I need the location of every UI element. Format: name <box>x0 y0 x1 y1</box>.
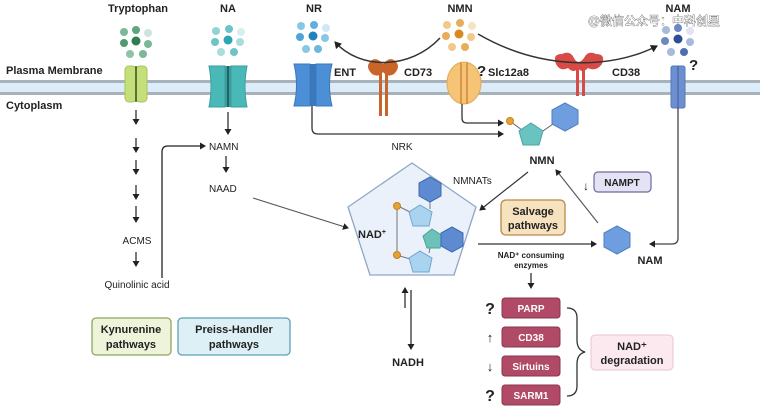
nrk-label: NRK <box>391 142 412 153</box>
svg-text:degradation: degradation <box>601 355 664 367</box>
arrow-nam-to-nmn <box>555 169 599 224</box>
enzyme-list: ? PARP ↑ CD38 ↓ Sirtuins ? SARM1 <box>485 297 561 406</box>
arrow-nr-to-nmn <box>311 106 504 138</box>
namn-label: NAMN <box>209 142 238 153</box>
parp-indicator: ? <box>485 301 495 318</box>
na-molecules-icon <box>211 25 245 56</box>
svg-text:pathways: pathways <box>106 339 156 351</box>
nam-label: NAM <box>637 255 662 267</box>
nmn-molecule-icon <box>506 102 579 146</box>
enzyme-sarm1: ? SARM1 <box>485 384 561 406</box>
cd73-enzyme-icon <box>368 59 398 116</box>
na-transporter-icon <box>208 65 248 108</box>
watermark: @微信公众号：中科创星 <box>588 13 720 28</box>
arrow-naad-to-nad <box>252 197 349 230</box>
arrow-slc12a8-to-nmn <box>461 104 504 127</box>
cd38-enzyme-icon <box>554 52 604 96</box>
cd38-indicator: ↑ <box>487 330 494 345</box>
cd38-membrane-label: CD38 <box>612 67 640 79</box>
kynurenine-pathways-box: Kynurenine pathways <box>91 317 172 356</box>
sarm1-indicator: ? <box>485 388 495 405</box>
nam-molecules-icon <box>661 24 694 56</box>
nampt-label: NAMPT <box>604 178 640 189</box>
svg-text:Kynurenine: Kynurenine <box>101 324 162 336</box>
tryptophan-label: Tryptophan <box>108 3 168 15</box>
consuming-enzymes-line1: NAD⁺ consuming <box>498 251 565 260</box>
consuming-enzymes-line2: enzymes <box>514 261 548 270</box>
tryptophan-molecules-icon <box>120 26 152 58</box>
svg-text:NAD⁺: NAD⁺ <box>617 341 647 353</box>
cd73-label: CD73 <box>404 67 432 79</box>
nam-transporter-icon <box>670 65 686 109</box>
svg-text:Salvage: Salvage <box>512 206 554 218</box>
slc12a8-question: ? <box>477 63 486 80</box>
naad-label: NAAD <box>209 184 237 195</box>
nr-label: NR <box>306 3 322 15</box>
sirtuins-indicator: ↓ <box>487 359 494 374</box>
nad-complex <box>347 162 477 276</box>
nmn-molecules-icon <box>442 19 476 51</box>
slc12a8-transporter-icon <box>446 61 482 105</box>
nam-molecule-icon <box>603 225 631 255</box>
arrow-nmn-to-nr <box>334 37 441 64</box>
nmnats-label: NMNATs <box>453 176 492 187</box>
svg-text:Preiss-Handler: Preiss-Handler <box>195 324 273 336</box>
arrow-nmn-to-nam <box>477 33 658 64</box>
preiss-handler-pathways-box: Preiss-Handler pathways <box>177 317 291 356</box>
nadh-label: NADH <box>392 357 424 369</box>
salvage-pathways-box: Salvage pathways <box>500 199 566 236</box>
tryptophan-transporter-icon <box>124 65 148 103</box>
arrow-quinolinic-to-namn <box>161 142 206 278</box>
sirtuins-label: Sirtuins <box>512 362 550 373</box>
plasma-membrane-label: Plasma Membrane <box>6 65 103 77</box>
parp-label: PARP <box>517 304 544 315</box>
nad-degradation-box: NAD⁺ degradation <box>590 334 674 371</box>
enzyme-parp: ? PARP <box>485 297 561 319</box>
nad-label: NAD+ <box>358 229 386 241</box>
na-label: NA <box>220 3 236 15</box>
svg-text:pathways: pathways <box>209 339 259 351</box>
acms-label: ACMS <box>123 236 152 247</box>
ent-label: ENT <box>334 67 356 79</box>
enzyme-sirtuins: ↓ Sirtuins <box>487 355 561 377</box>
arrow-nmn-to-nad <box>479 171 529 211</box>
nmn-label: NMN <box>529 155 554 167</box>
nampt-box: NAMPT <box>593 171 652 193</box>
degradation-brace <box>566 307 586 397</box>
sarm1-label: SARM1 <box>513 391 548 402</box>
ent-transporter-icon <box>293 63 333 107</box>
cytoplasm-label: Cytoplasm <box>6 100 62 112</box>
nampt-arrow-icon: ↓ <box>583 179 589 193</box>
arrow-nam-transporter-to-nam <box>649 108 679 248</box>
slc12a8-label: Slc12a8 <box>488 67 529 79</box>
nam-transporter-question: ? <box>689 57 698 74</box>
nr-molecules-icon <box>296 21 330 53</box>
cd38-label: CD38 <box>518 333 544 344</box>
quinolinic-acid-label: Quinolinic acid <box>104 280 169 291</box>
nam-top-label: NAM <box>665 3 690 15</box>
enzyme-cd38: ↑ CD38 <box>487 326 561 348</box>
svg-text:pathways: pathways <box>508 220 558 232</box>
nmn-top-label: NMN <box>447 3 472 15</box>
